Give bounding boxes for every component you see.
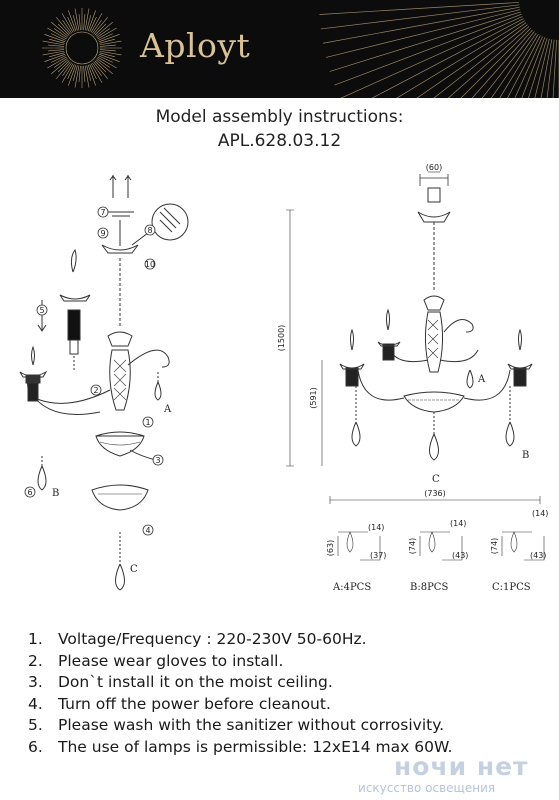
dim-total-height: (1500) [277,325,286,352]
crystal-b-width: (14) [450,519,466,528]
instruction-number: 4. [28,694,43,713]
step-4: 4 [145,526,150,535]
label-c-assembled: C [432,474,440,485]
instruction-item: 2. Please wear gloves to install. [28,652,452,674]
label-c-exploded: C [130,564,138,575]
crystal-a-label: A:4PCS [332,582,371,593]
instruction-number: 1. [28,630,43,648]
instruction-number: 3. [28,673,43,691]
instruction-text: Turn off the power before cleanout. [58,694,331,713]
instruction-item: 4. Turn off the power before cleanout. [28,695,452,717]
step-7: 7 [100,208,105,217]
label-a-assembled: A [477,374,486,385]
label-b-assembled: B [522,450,529,461]
crystal-b-depth: (43) [452,551,468,560]
crystal-a-depth: (37) [370,551,386,560]
crystal-c-label: C:1PCS [492,582,531,593]
crystal-b-height: (74) [408,538,417,554]
instruction-number: 5. [28,716,43,734]
dim-body-height: (591) [309,387,318,409]
crystal-c-width: (14) [532,509,548,518]
assembled-view [286,171,541,504]
watermark-main: ночи нет [394,752,529,781]
watermark-sub: искусство освещения [358,781,496,795]
exploded-view [19,175,189,591]
brand-header: Aployt [0,0,559,98]
instruction-text: Please wear gloves to install. [58,651,284,670]
step-2: 2 [93,386,98,395]
model-number: APL.628.03.12 [217,131,342,151]
watermark: ночи нет искусство освещения [356,752,556,798]
sunburst-decoration [42,2,559,98]
label-b-exploded: B [52,488,59,499]
instruction-text: Voltage/Frequency : 220-230V 50-60Hz. [58,630,367,648]
step-6: 6 [27,488,32,497]
step-3: 3 [155,456,160,465]
crystal-c-depth: (43) [530,551,546,560]
step-markers [24,206,164,536]
step-1: 1 [145,418,150,427]
crystal-details [337,531,545,561]
instruction-item: 5. Please wash with the sanitizer without… [28,716,452,738]
dim-top-width: (60) [426,163,442,172]
instruction-number: 6. [28,737,43,756]
crystal-c-height: (74) [490,538,499,554]
instruction-item: 6. The use of lamps is permissible: 12xE1… [28,738,452,760]
crystal-b-label: B:8PCS [410,582,448,593]
label-a-exploded: A [163,404,172,415]
instruction-text: Please wash with the sanitizer without c… [58,716,445,734]
page-title: Model assembly instructions: [155,107,404,127]
dim-total-width: (736) [424,489,446,498]
step-5: 5 [39,306,44,315]
step-9: 9 [100,229,105,238]
assembly-drawing: 7 8 9 10 5 1 2 3 4 6 A B C A B C (60) (1… [19,163,548,593]
instruction-text: Don`t install it on the moist ceiling. [58,673,333,691]
step-10: 10 [145,260,155,269]
crystal-a-height: (63) [326,540,335,556]
step-8: 8 [147,226,152,235]
brand-logo: Aployt [140,26,251,65]
instruction-item: 1. Voltage/Frequency : 220-230V 50-60Hz. [28,630,452,652]
instruction-item: 3. Don`t install it on the moist ceiling. [28,673,452,695]
instruction-number: 2. [28,651,43,670]
instruction-text: The use of lamps is permissible: 12xE14 … [58,737,453,756]
instruction-list: 1.Voltage/Frequency : 220-230V 50-60Hz. … [28,630,452,759]
crystal-a-width: (14) [368,523,384,532]
